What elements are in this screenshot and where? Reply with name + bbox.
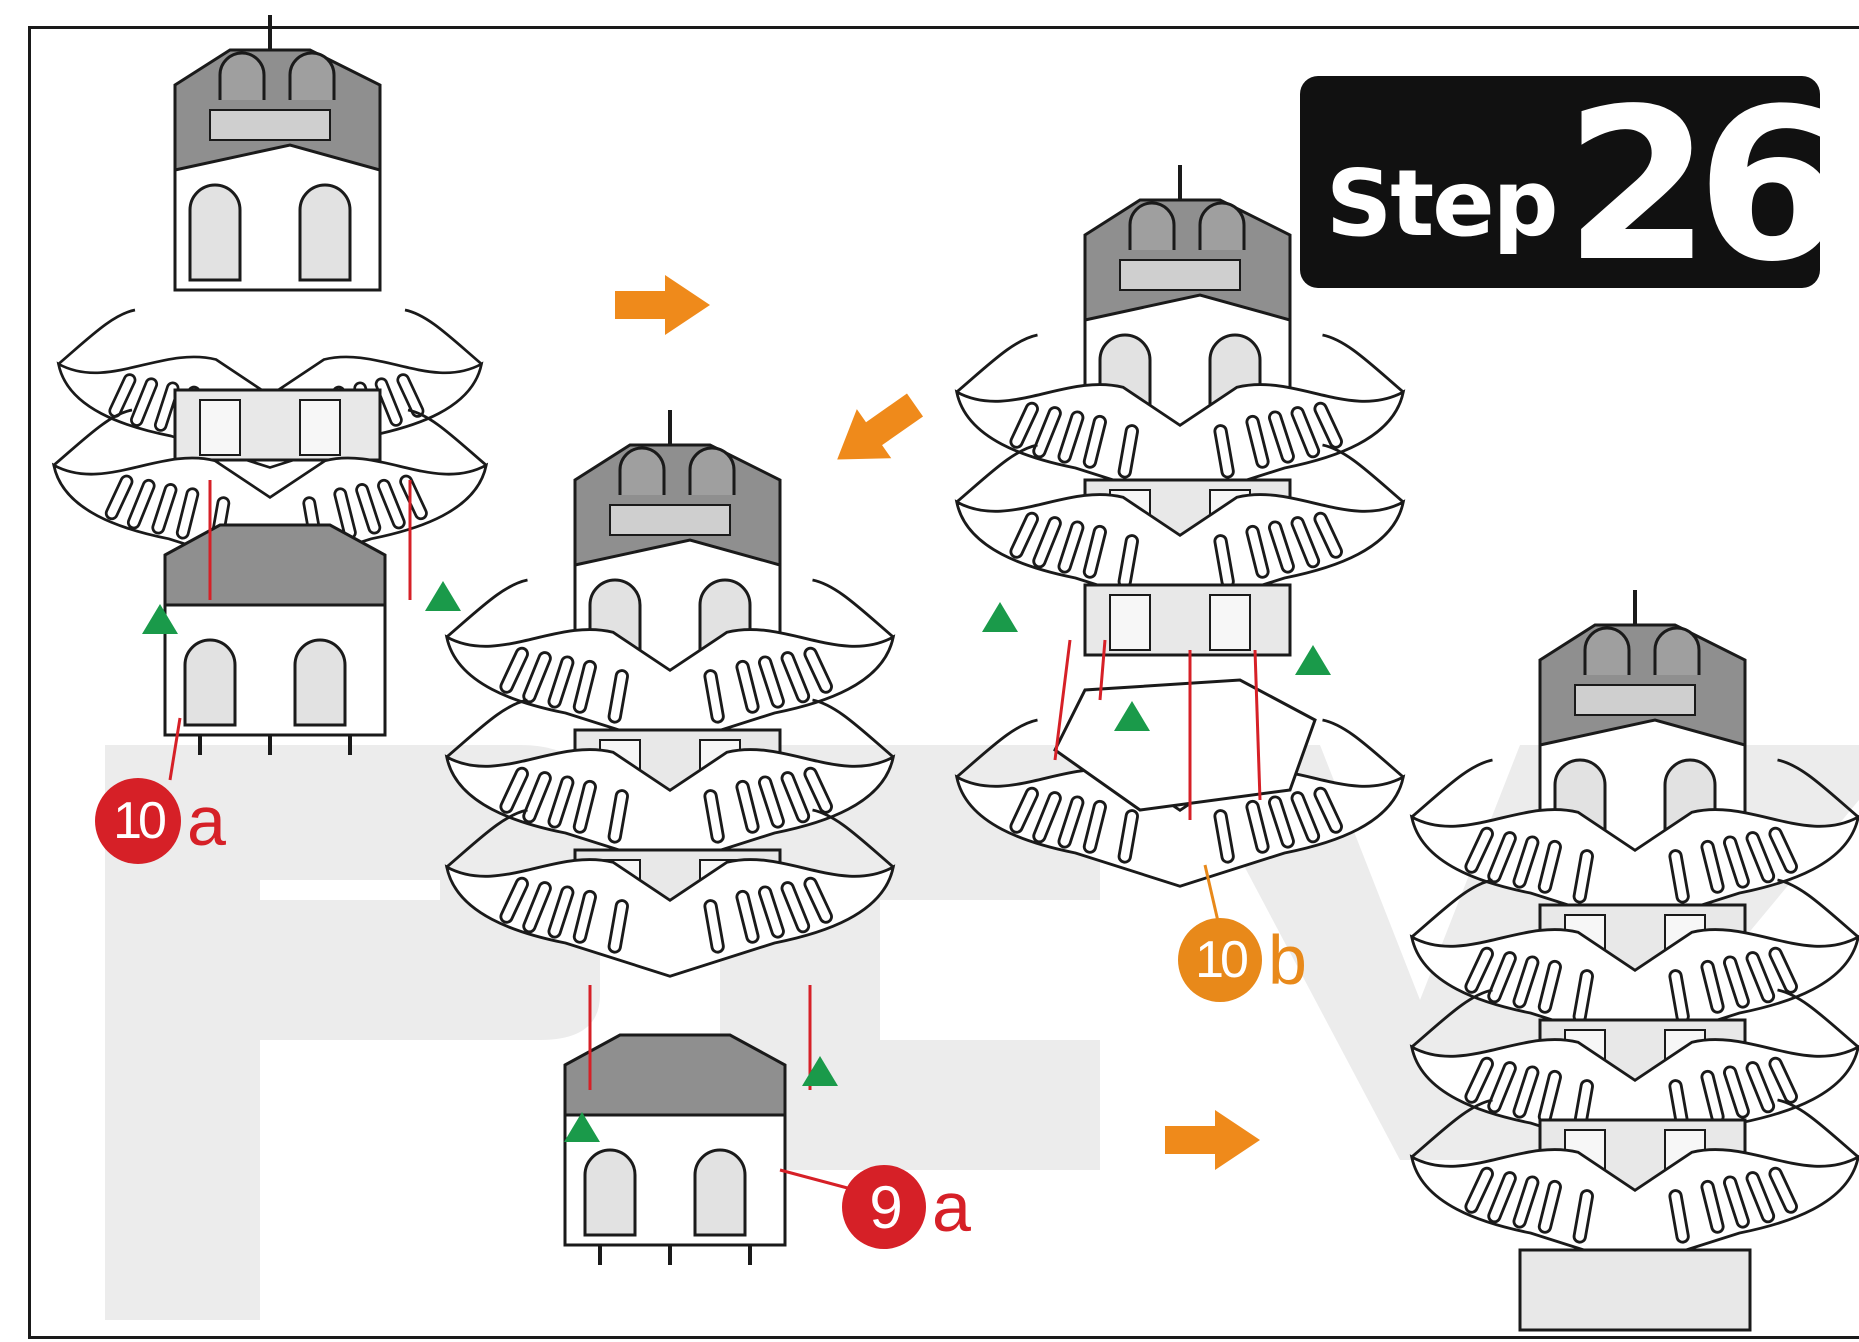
arrow-down-left-icon <box>820 380 932 484</box>
triangle-marker-icon <box>982 602 1018 632</box>
part-number-badge: 10 <box>1178 918 1262 1002</box>
part-label-10a: 10 a <box>95 778 226 864</box>
step-badge: Step 26 <box>1300 76 1820 288</box>
part-letter: a <box>932 1172 971 1242</box>
part-label-9a: 9 a <box>842 1165 971 1249</box>
arrow-right-icon <box>1165 1110 1260 1170</box>
part-letter: b <box>1268 925 1307 995</box>
triangle-marker-icon <box>1295 645 1331 675</box>
step-number: 26 <box>1565 91 1829 280</box>
step-word: Step <box>1326 158 1557 250</box>
triangle-marker-icon <box>425 581 461 611</box>
part-label-10b: 10 b <box>1178 918 1307 1002</box>
pagoda-stage-1 <box>54 15 486 755</box>
part-number-badge: 9 <box>842 1165 926 1249</box>
arrow-right-icon <box>615 275 710 335</box>
pagoda-stage-4-assembled <box>1412 590 1859 1330</box>
part-number-badge: 10 <box>95 778 181 864</box>
part-letter: a <box>187 786 226 856</box>
